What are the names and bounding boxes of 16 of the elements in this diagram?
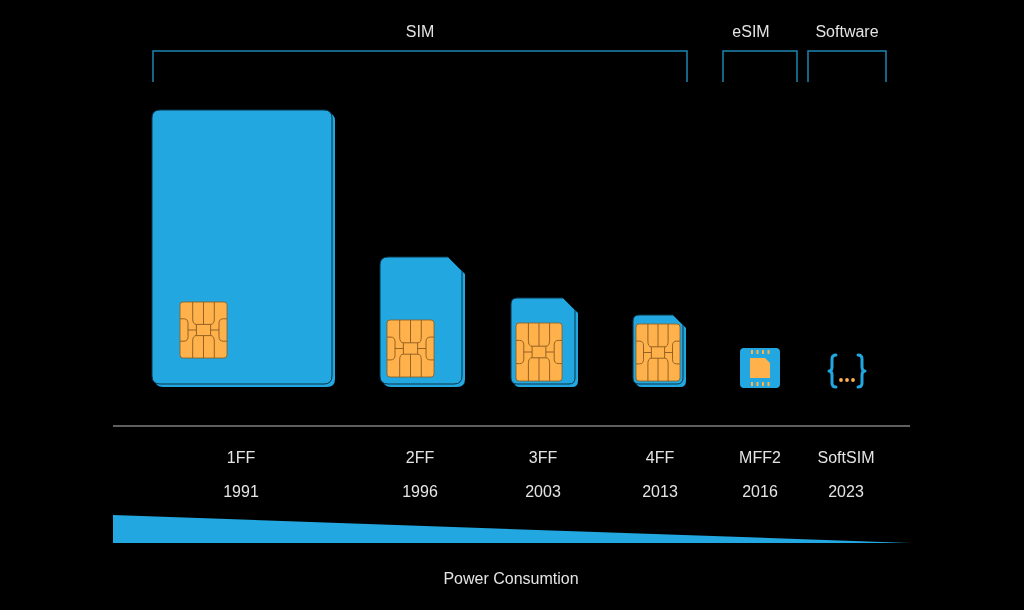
year-label: 2016: [742, 481, 778, 501]
form-factor-label: 3FF: [528, 447, 558, 467]
category-label: Software: [815, 21, 879, 41]
form-factor-label: SoftSIM: [817, 447, 875, 467]
form-factor-label: 4FF: [645, 447, 675, 467]
form-factor-label: 1FF: [226, 447, 256, 467]
category-label: SIM: [405, 21, 435, 41]
year-label: 2003: [525, 481, 561, 501]
year-label: 2013: [642, 481, 678, 501]
axis-label: Power Consumtion: [443, 568, 579, 588]
form-factor-label: MFF2: [739, 447, 781, 467]
year-label: 1991: [223, 481, 259, 501]
category-label: eSIM: [732, 21, 770, 41]
year-label: 1996: [402, 481, 438, 501]
year-label: 2023: [828, 481, 864, 501]
form-factor-label: 2FF: [405, 447, 435, 467]
